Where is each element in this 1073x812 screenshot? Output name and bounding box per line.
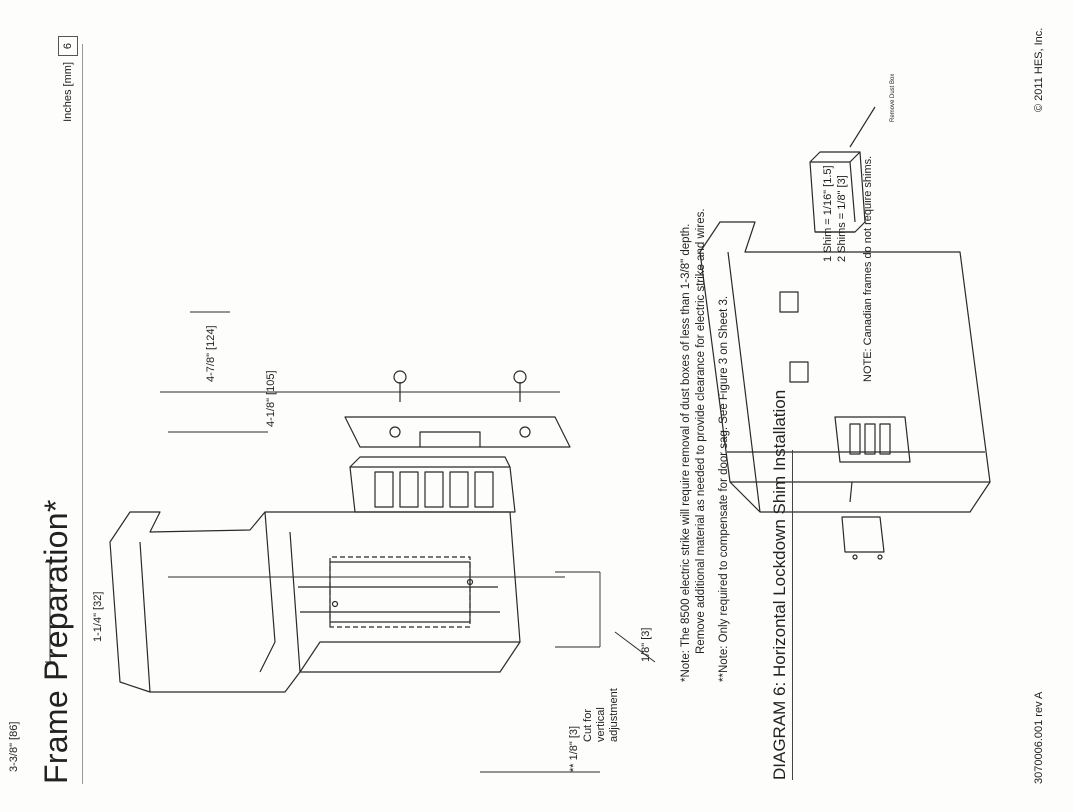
dimension-caption: vertical [595,707,607,742]
shim-spec: 2 Shims = 1/8" [3] [836,175,848,262]
shim-note: NOTE: Canadian frames do not require shi… [862,155,874,382]
frame-with-dust-box-drawing [699,106,991,513]
screws-drawing [393,370,527,402]
dust-box-callout: Remove Dust Box [890,73,896,122]
note-line: Remove additional material as needed to … [695,208,707,654]
dimension-lines [45,311,656,773]
page-title: Frame Preparation* [38,499,74,784]
strike-faceplate-drawing [344,416,571,448]
dimension-caption: adjustment [608,688,620,742]
diagram6-title: DIAGRAM 6: Horizontal Lockdown Shim Inst… [770,389,789,780]
page-number: 6 [58,36,78,56]
dimension-label: 1-1/4" [32] [92,591,104,642]
dimension-label: 4-1/8" [105] [265,370,277,428]
dimension-label: ** 1/8" [3] [568,725,580,772]
shim-installation-drawing [834,416,911,560]
copyright: © 2011 HES, Inc. [1033,27,1045,112]
note-line: *Note: The 8500 electric strike will req… [680,223,692,682]
units-label: Inches [mm] [62,62,74,122]
doc-number: 3070006.001 rev A [1033,691,1045,784]
note-line: **Note: Only required to compensate for … [718,295,730,682]
shim-spec: 1 Shim = 1/16" [1.5] [822,165,834,262]
dimension-label: 1/8" [3] [640,627,652,662]
dimension-caption: Cut for [582,708,594,742]
door-frame-drawing [109,511,521,693]
electric-strike-drawing [349,456,516,513]
dimension-label: 3-3/8" [86] [8,721,20,772]
dimension-label: 4-7/8" [124] [205,325,217,383]
title-rule [82,44,83,784]
diagram6-rule [792,450,793,780]
